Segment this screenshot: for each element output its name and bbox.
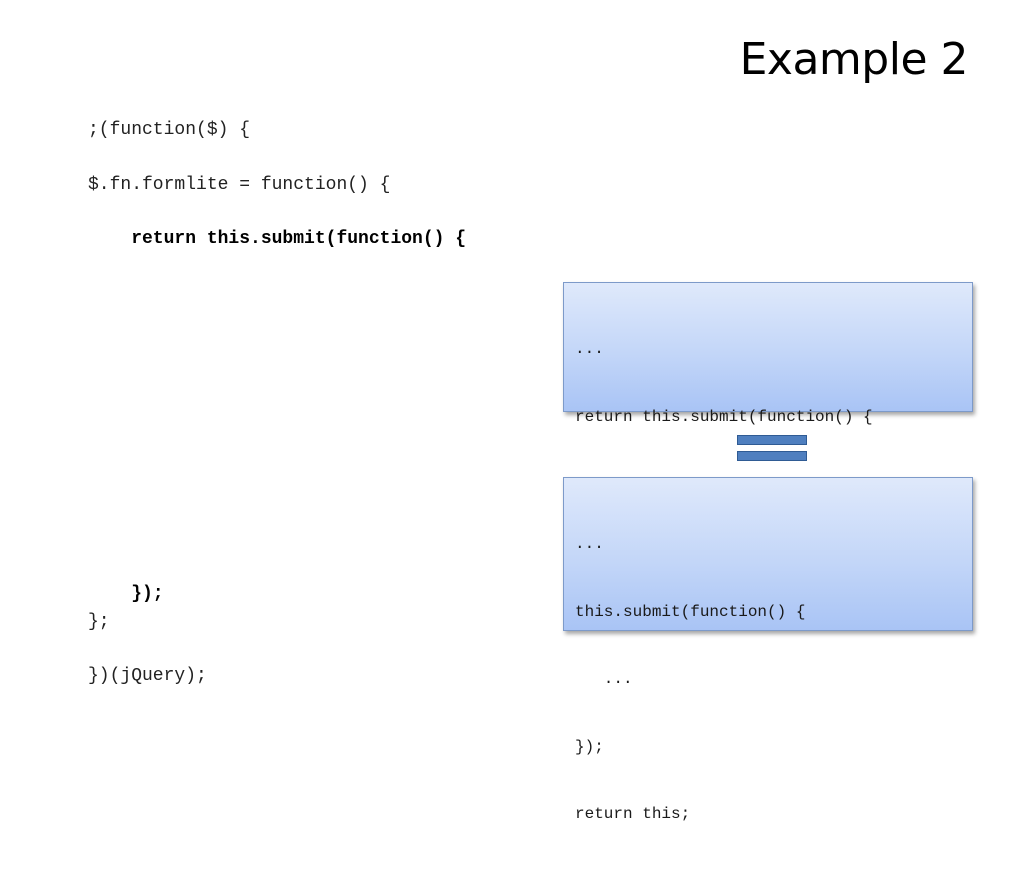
code-box-before: ... return this.submit(function() { ... … bbox=[563, 282, 973, 561]
box-line: ... bbox=[575, 670, 633, 688]
code-line-4: }); bbox=[88, 584, 164, 604]
code-box-after: ... this.submit(function() { ... }); ret… bbox=[563, 477, 973, 823]
code-box-after-text: ... this.submit(function() { ... }); ret… bbox=[575, 488, 805, 871]
code-line-5: }; bbox=[88, 612, 110, 632]
code-line-3: return this.submit(function() { bbox=[88, 229, 467, 249]
code-line-1: ;(function($) { bbox=[88, 120, 251, 140]
slide-title: Example 2 bbox=[739, 34, 969, 85]
box-line: ... bbox=[575, 340, 604, 358]
equals-bar-bottom bbox=[737, 451, 807, 461]
equals-bar-top bbox=[737, 435, 807, 445]
code-line-2: $.fn.formlite = function() { bbox=[88, 175, 391, 195]
code-line-6: })(jQuery); bbox=[88, 666, 207, 686]
box-line: return this.submit(function() { bbox=[575, 407, 873, 426]
box-line: return this; bbox=[575, 805, 691, 823]
box-line: ... bbox=[575, 535, 604, 553]
box-line: }); bbox=[575, 737, 604, 756]
box-line: this.submit(function() { bbox=[575, 602, 806, 621]
